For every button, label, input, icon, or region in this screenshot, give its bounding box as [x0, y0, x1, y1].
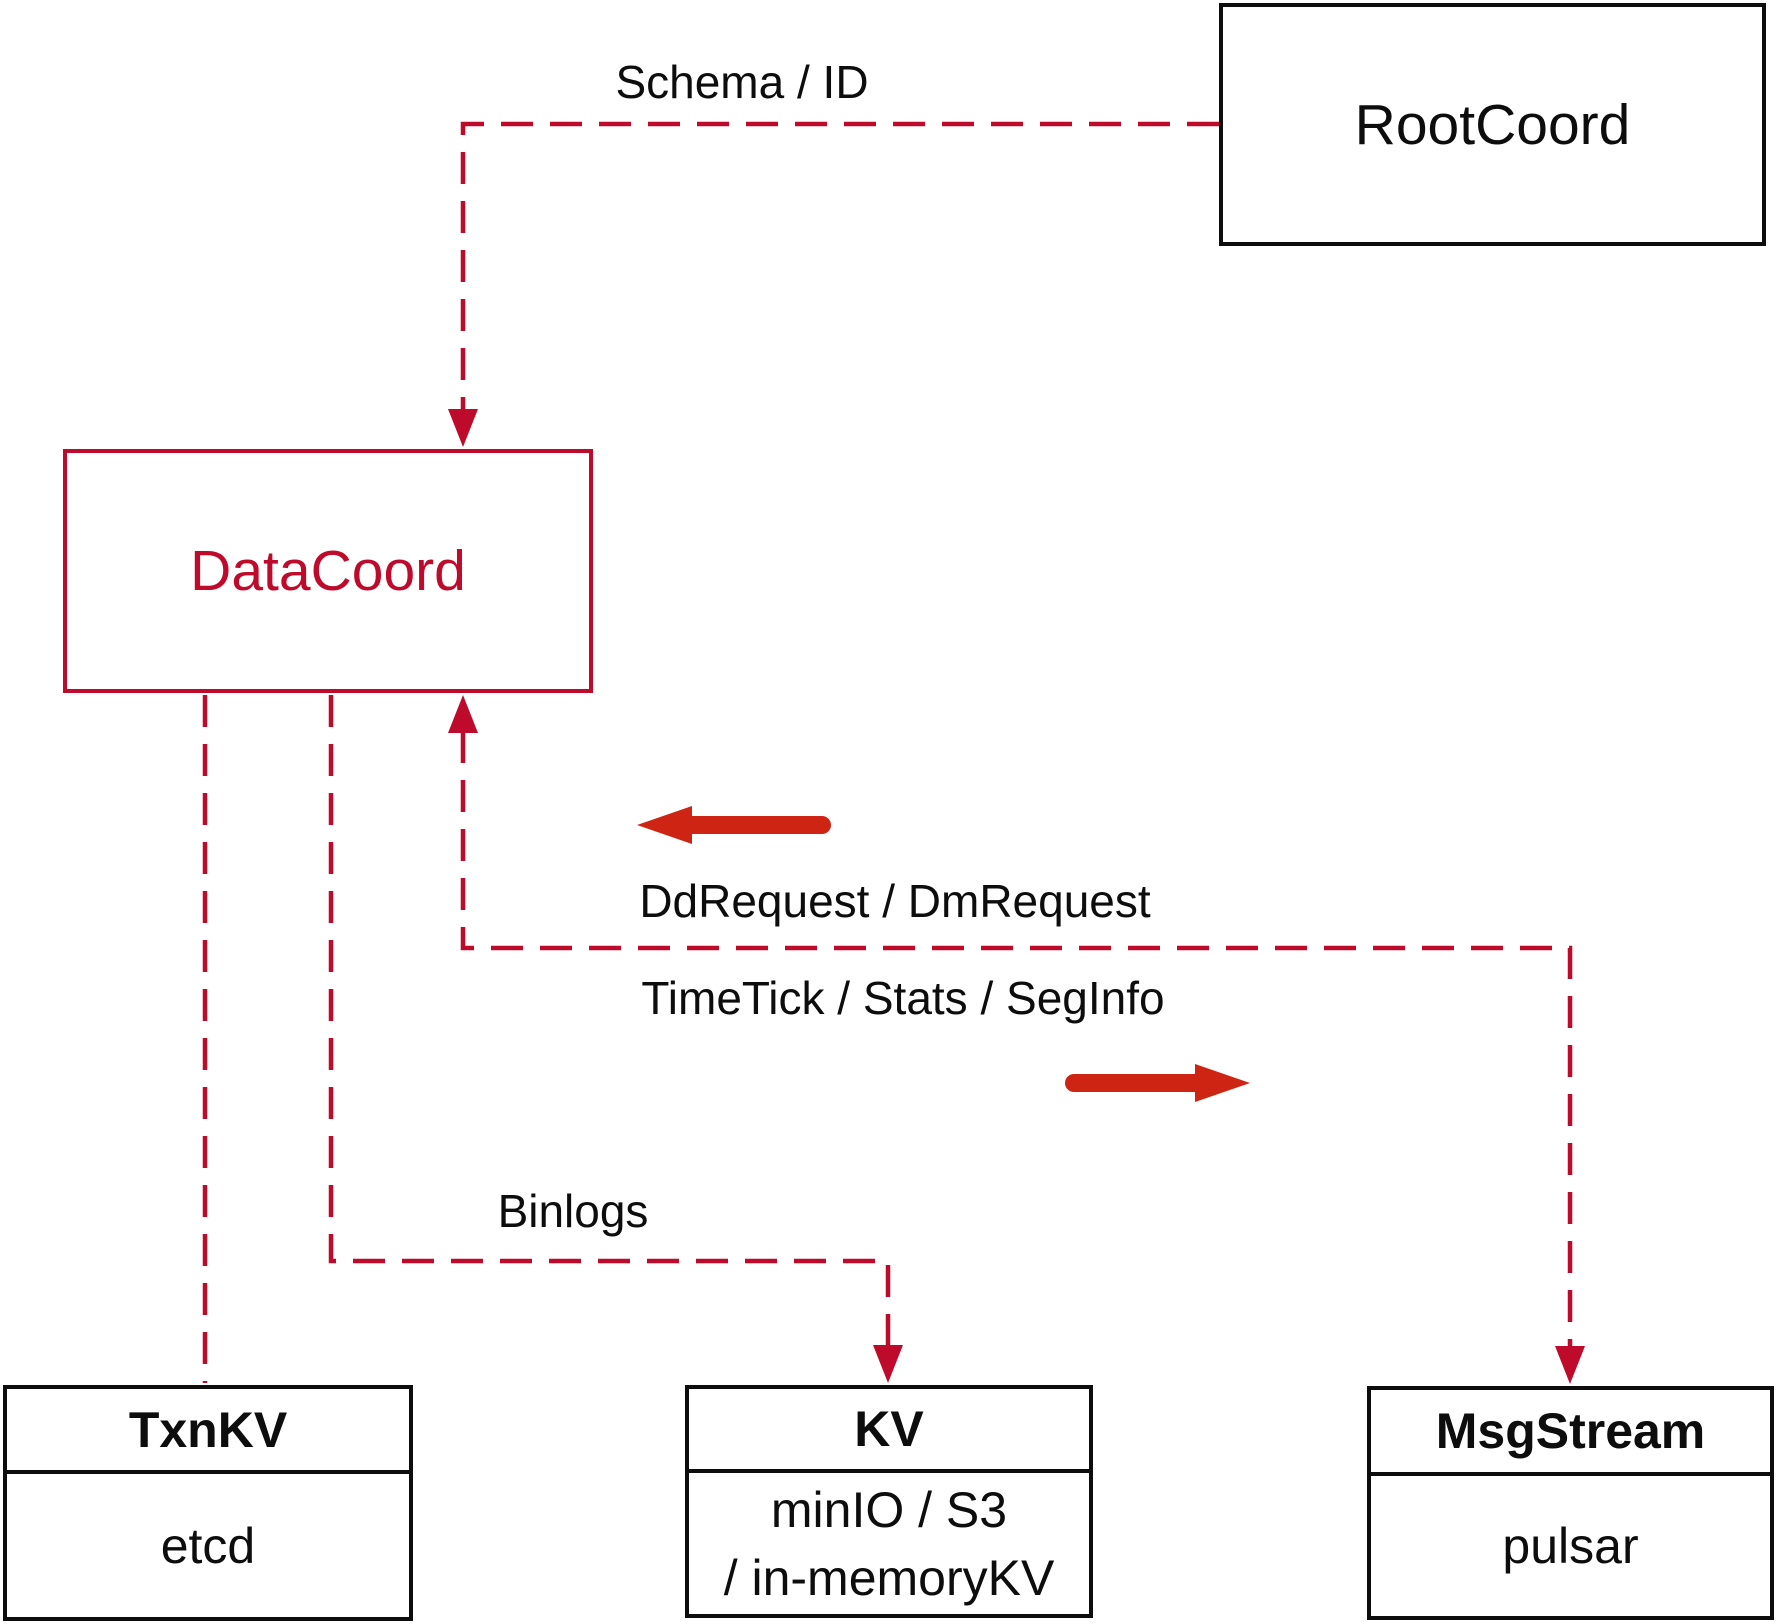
- node-msgstream-body: pulsar: [1371, 1472, 1770, 1616]
- edge-label-binlogs: Binlogs: [497, 1185, 649, 1237]
- node-msgstream: MsgStream pulsar: [1367, 1386, 1774, 1620]
- node-kv-body-line1: minIO / S3: [770, 1481, 1008, 1538]
- edge-msgstream-up-arrowhead: [448, 695, 478, 733]
- node-kv-body: minIO / S3 / in-memoryKV: [689, 1469, 1089, 1614]
- node-kv: KV minIO / S3 / in-memoryKV: [685, 1385, 1093, 1618]
- edge-label-dd-dm-request: DdRequest / DmRequest: [639, 875, 1151, 927]
- direction-arrow-right: [1065, 1064, 1250, 1102]
- edge-msgstream-line: [460, 731, 1573, 1349]
- edge-label-schema-id: Schema / ID: [615, 56, 869, 108]
- edge-binlogs-line: [328, 695, 891, 1348]
- node-txnkv: TxnKV etcd: [3, 1385, 413, 1621]
- node-datacoord-label: DataCoord: [190, 539, 466, 603]
- node-msgstream-title: MsgStream: [1435, 1403, 1706, 1459]
- edge-label-timetick-stats-seginfo: TimeTick / Stats / SegInfo: [641, 972, 1165, 1024]
- edge-schema-id-line: [460, 121, 1219, 412]
- node-rootcoord: RootCoord: [1219, 3, 1766, 246]
- node-kv-title: KV: [854, 1401, 924, 1457]
- node-datacoord: DataCoord: [63, 449, 593, 693]
- node-kv-body-line2: / in-memoryKV: [723, 1549, 1055, 1606]
- node-txnkv-title: TxnKV: [128, 1401, 288, 1458]
- edge-schema-id-arrowhead: [448, 409, 478, 447]
- edge-msgstream-down-arrowhead: [1555, 1346, 1585, 1384]
- edge-binlogs-arrowhead: [873, 1345, 903, 1383]
- node-rootcoord-label: RootCoord: [1354, 92, 1631, 157]
- direction-arrow-left: [637, 806, 831, 844]
- node-txnkv-body: etcd: [7, 1470, 409, 1617]
